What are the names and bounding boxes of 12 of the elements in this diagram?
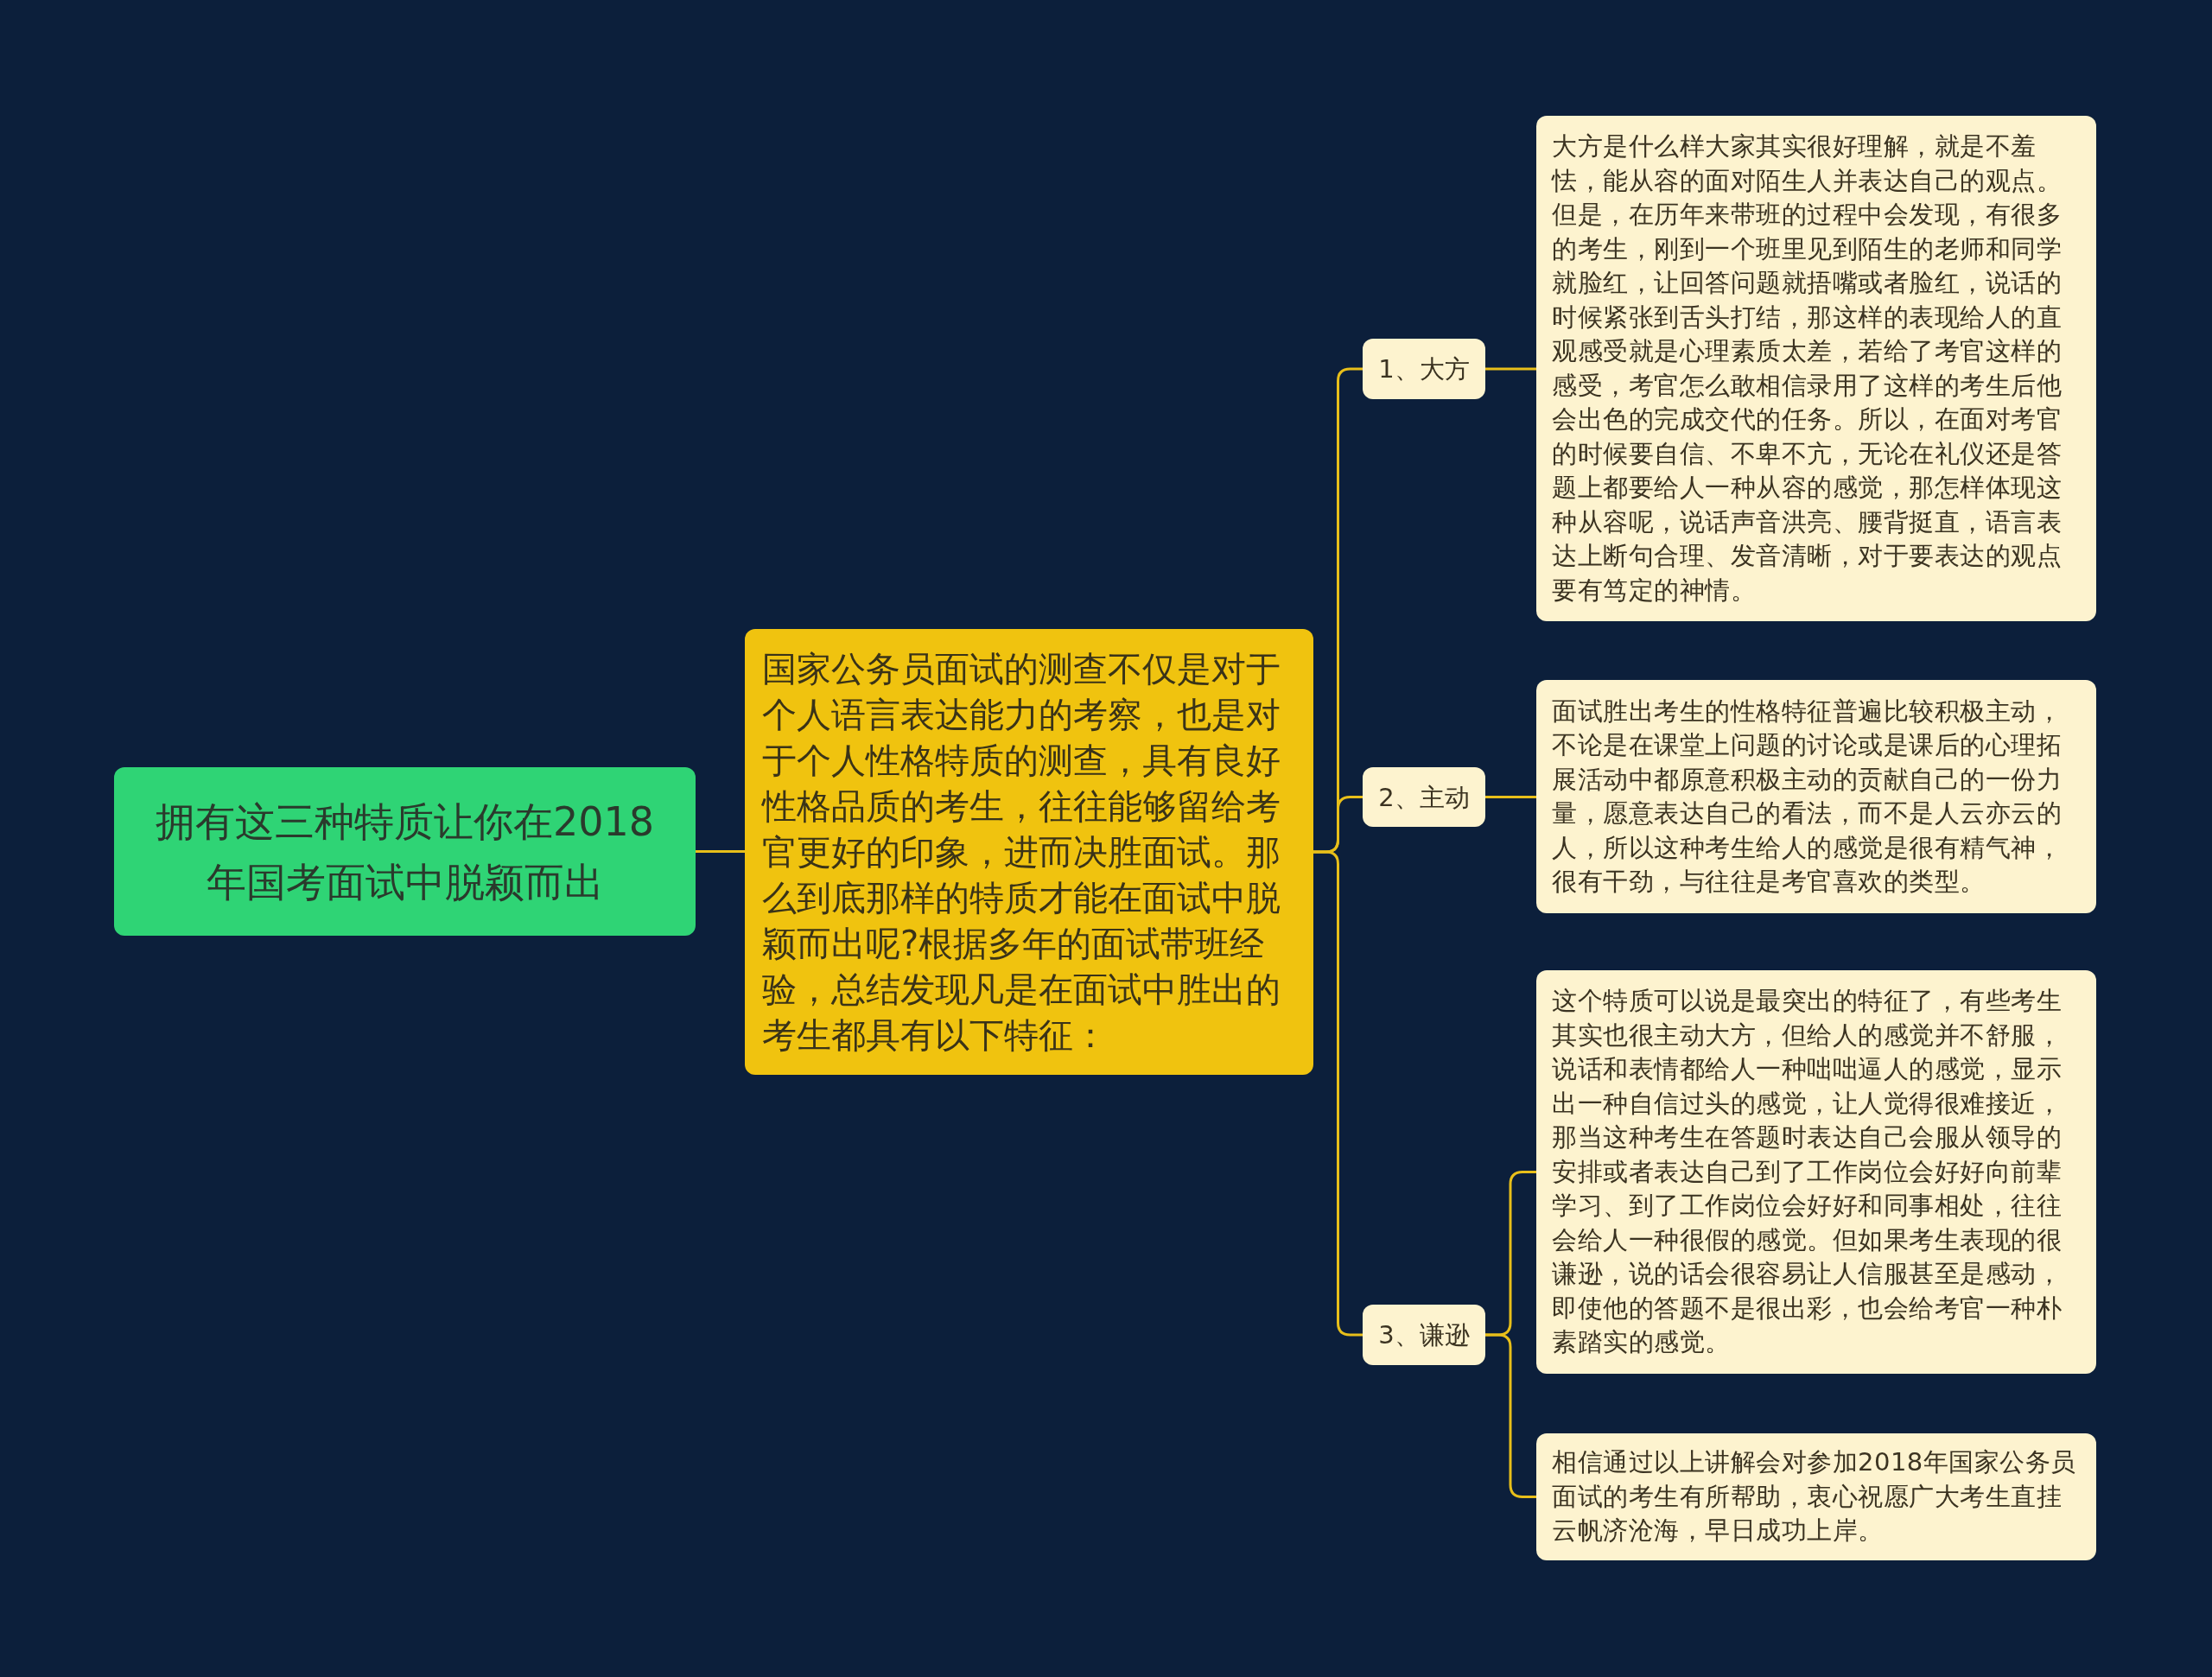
connector-line (1485, 367, 1536, 371)
branch-box: 1、大方 (1363, 339, 1485, 399)
subtopic-box: 国家公务员面试的测查不仅是对于个人语言表达能力的考察，也是对于个人性格特质的测查，具有良好性格品质的考生，往往能够留给考官更好的印象，进而决胜面试。那么到底那样的特质才能在面试中脱颖而出呢?根据多年的面试带班经验，总结发现凡是在面试中胜出的考生都具有以下特征： (745, 629, 1313, 1075)
note-box: 相信通过以上讲解会对参加2018年国家公务员面试的考生有所帮助，衷心祝愿广大考生直挂云帆济沧海，早日成功上岸。 (1536, 1433, 2096, 1560)
connector-line (696, 850, 745, 853)
topic-box: 拥有这三种特质让你在2018年国考面试中脱颖而出 (114, 767, 696, 936)
note-box: 大方是什么样大家其实很好理解，就是不羞怯，能从容的面对陌生人并表达自己的观点。但是，在历年来带班的过程中会发现，有很多的考生，刚到一个班里见到陌生的老师和同学就脸红，让回答问题就捂嘴或者脸红，说话的时候紧张到舌头打结，那这样的表现给人的直观感受就是心理素质太差，若给了考官这样的感受，考官怎么敢相信录用了这样的考生后他会出色的完成交代的任务。所以，在面对考官的时候要自信、不卑不亢，无论在礼仪还是答题上都要给人一种从容的感觉，那怎样体现这种从容呢，说话声音洪亮、腰背挺直，语言表达上断句合理、发音清晰，对于要表达的观点要有笃定的神情。 (1536, 116, 2096, 621)
note-box: 面试胜出考生的性格特征普遍比较积极主动，不论是在课堂上问题的讨论或是课后的心理拓展活动中都原意积极主动的贡献自己的一份力量，愿意表达自己的看法，而不是人云亦云的人，所以这种考生给人的感觉是很有精气神，很有干劲，与往往是考官喜欢的类型。 (1536, 680, 2096, 913)
connector-line (1485, 796, 1536, 798)
note-box: 这个特质可以说是最突出的特征了，有些考生其实也很主动大方，但给人的感觉并不舒服，说话和表情都给人一种咄咄逼人的感觉，显示出一种自信过头的感觉，让人觉得很难接近，那当这种考生在答题时表达自己会服从领导的安排或者表达自己到了工作岗位会好好向前辈学习、到了工作岗位会好好和同事相处，往往会给人一种很假的感觉。但如果考生表现的很谦逊，说的话会很容易让人信服甚至是感动，即使他的答题不是很出彩，也会给考官一种朴素踏实的感觉。 (1536, 970, 2096, 1374)
branch-box: 3、谦逊 (1363, 1305, 1485, 1365)
branch-box: 2、主动 (1363, 767, 1485, 827)
